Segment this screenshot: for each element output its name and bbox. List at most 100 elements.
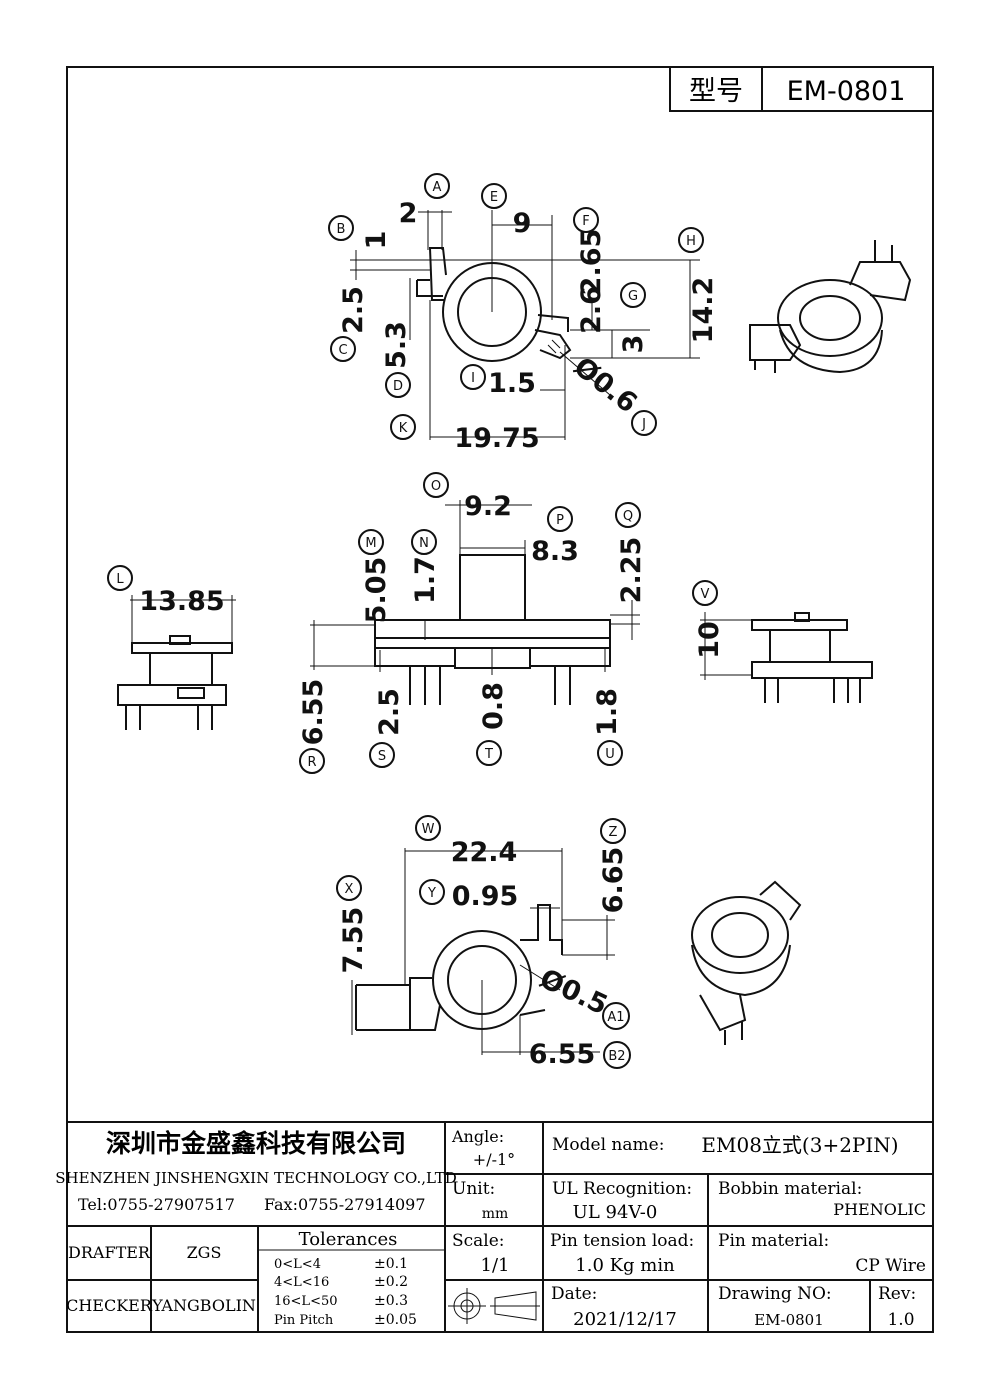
dim-v-value: 10 — [694, 621, 725, 659]
scale-label: Scale: — [452, 1231, 505, 1251]
drawing-no-value: EM-0801 — [754, 1311, 824, 1329]
bobbin-material-label: Bobbin material: — [718, 1179, 862, 1199]
bubble-g: G — [620, 282, 646, 308]
angle-value: +/-1° — [473, 1150, 515, 1169]
dim-b-value: 1 — [361, 231, 392, 250]
tolerances-title: Tolerances — [299, 1229, 398, 1250]
tolerance-value-3: ±0.3 — [374, 1293, 408, 1309]
iso-view-bottom — [691, 880, 802, 1045]
dim-l-value: 13.85 — [139, 586, 224, 617]
pin-material-label: Pin material: — [718, 1231, 829, 1251]
dim-h-value: 14.2 — [688, 277, 719, 344]
pin-tension-label: Pin tension load: — [550, 1231, 694, 1251]
svg-text:B: B — [337, 222, 346, 237]
company-name-en: SHENZHEN JINSHENGXIN TECHNOLOGY CO.,LTD — [55, 1169, 457, 1187]
tolerance-value-4: ±0.05 — [374, 1312, 417, 1328]
svg-text:U: U — [605, 747, 615, 762]
svg-text:S: S — [378, 749, 386, 764]
dim-b2-value: 6.55 — [529, 1039, 596, 1070]
iso-view-top — [749, 240, 912, 374]
rev-value: 1.0 — [887, 1310, 914, 1330]
unit-label: Unit: — [452, 1179, 495, 1199]
company-fax: Fax:0755-27914097 — [264, 1195, 426, 1214]
svg-text:V: V — [701, 587, 710, 602]
dim-a1-value: Ø0.5 — [535, 963, 612, 1021]
bubble-f: F — [573, 207, 599, 233]
label-bubbles: A B C D E F G H I J K L M N O P Q R S T … — [107, 173, 718, 1069]
dim-e-value: 9 — [513, 208, 532, 239]
dim-s-value: 2.5 — [374, 688, 405, 736]
ul-value: UL 94V-0 — [573, 1202, 658, 1223]
svg-text:F: F — [582, 214, 589, 229]
dim-f-value: 2.65 — [576, 229, 607, 296]
bubble-e: E — [481, 183, 507, 209]
checker-label: CHECKER — [66, 1296, 153, 1315]
tolerance-value-2: ±0.2 — [374, 1274, 408, 1290]
bobbin-material-value: PHENOLIC — [833, 1200, 926, 1219]
dim-n-value: 1.7 — [410, 556, 441, 604]
bubble-d: D — [385, 372, 411, 398]
model-box: 型号 EM-0801 — [669, 66, 934, 112]
projection-symbol — [448, 1288, 540, 1324]
svg-text:G: G — [628, 289, 638, 304]
dim-k-value: 19.75 — [454, 423, 539, 454]
svg-text:L: L — [116, 572, 124, 587]
bubble-m: M — [358, 529, 384, 555]
svg-text:X: X — [345, 882, 354, 897]
svg-text:B2: B2 — [608, 1049, 625, 1064]
svg-text:M: M — [365, 536, 376, 551]
tolerance-value-1: ±0.1 — [374, 1256, 408, 1272]
bubble-x: X — [336, 875, 362, 901]
tolerance-range-2: 4<L<16 — [274, 1275, 329, 1290]
svg-text:Q: Q — [623, 509, 633, 524]
pin-material-value: CP Wire — [855, 1256, 926, 1276]
bottom-view: 22.4 6.65 7.55 0.95 Ø0.5 6.55 — [338, 837, 629, 1070]
svg-text:A: A — [433, 180, 442, 195]
model-name-value: EM08立式(3+2PIN) — [701, 1133, 898, 1157]
bubble-o: O — [423, 472, 449, 498]
svg-text:K: K — [399, 421, 408, 436]
dim-m-value: 5.05 — [361, 557, 392, 624]
svg-text:N: N — [419, 536, 429, 551]
bubble-v: V — [692, 580, 718, 606]
dim-r-value: 6.55 — [298, 679, 329, 746]
model-name-label: Model name: — [552, 1135, 664, 1155]
dim-t-value: 0.8 — [478, 682, 509, 730]
bubble-b: B — [328, 215, 354, 241]
svg-text:E: E — [490, 190, 498, 205]
checker-value: YANGBOLIN — [151, 1296, 256, 1315]
svg-text:T: T — [484, 747, 493, 762]
bubble-k: K — [390, 414, 416, 440]
svg-text:Y: Y — [427, 886, 436, 901]
tolerance-range-4: Pin Pitch — [274, 1313, 334, 1328]
svg-text:C: C — [338, 343, 347, 358]
bubble-i: I — [460, 364, 486, 390]
bubble-l: L — [107, 565, 133, 591]
company-name-cn: 深圳市金盛鑫科技有限公司 — [106, 1129, 406, 1158]
ul-label: UL Recognition: — [552, 1179, 692, 1199]
left-view: 13.85 — [117, 586, 236, 730]
drawing-no-label: Drawing NO: — [718, 1284, 832, 1304]
dim-u-value: 1.8 — [592, 688, 623, 736]
dim-y-value: 0.95 — [452, 881, 519, 912]
scale-value: 1/1 — [481, 1255, 510, 1276]
svg-text:D: D — [393, 379, 403, 394]
bubble-n: N — [411, 529, 437, 555]
bubble-j: J — [631, 410, 657, 436]
dim-c-value: 2.5 — [338, 286, 369, 334]
bubble-w: W — [415, 815, 441, 841]
rev-label: Rev: — [878, 1284, 916, 1304]
dim-z-value: 6.65 — [598, 847, 629, 914]
bubble-a1: A1 — [602, 1002, 630, 1030]
bubble-z: Z — [600, 818, 626, 844]
outer-frame — [66, 66, 934, 1333]
pin-tension-value: 1.0 Kg min — [575, 1255, 675, 1276]
svg-text:P: P — [556, 513, 564, 528]
dim-o-value: 9.2 — [464, 491, 512, 522]
dim-a-value: 2 — [399, 198, 418, 229]
company-tel: Tel:0755-27907517 — [78, 1195, 235, 1214]
tolerance-range-3: 16<L<50 — [274, 1294, 338, 1309]
bubble-u: U — [597, 740, 623, 766]
bubble-c: C — [330, 336, 356, 362]
